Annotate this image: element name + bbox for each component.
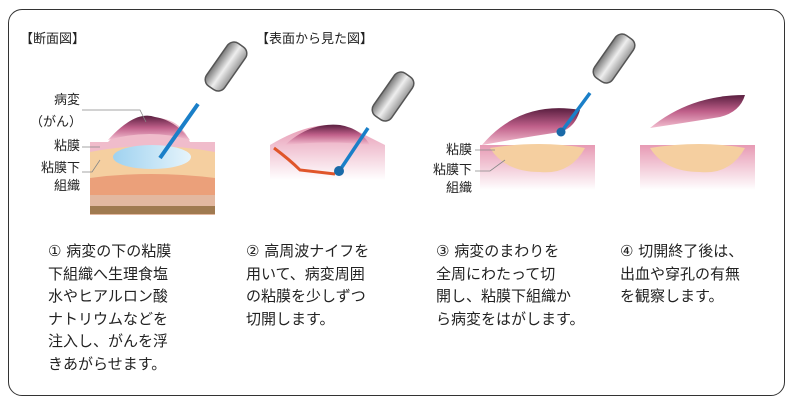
step-1-text: ① 病変の下の粘膜 下組織へ生理食塩 水やヒアルロン酸 ナトリウムなどを 注入し… xyxy=(48,242,172,373)
lifted-lesion xyxy=(482,108,580,145)
label-mucosa: 粘膜 xyxy=(53,139,80,154)
injector-body xyxy=(204,41,248,92)
label-submucosa-tissue: 組織 xyxy=(53,179,80,194)
step-4-text: ④ 切開終了後は、 出血や穿孔の有無 を観察します。 xyxy=(620,242,744,305)
label-cancer: （がん） xyxy=(29,115,82,130)
needle xyxy=(158,102,200,160)
knife-body-3 xyxy=(592,33,636,84)
label-submucosa-tissue-p3: 組織 xyxy=(445,181,472,196)
mucosa-layer xyxy=(90,118,215,152)
knife-body xyxy=(371,71,415,122)
diagram-frame xyxy=(8,9,785,396)
label-mucosa-p3: 粘膜 xyxy=(445,143,472,158)
incision-line xyxy=(273,146,336,176)
header-surface-view: 【表面から見た図】 xyxy=(256,32,374,47)
label-lesion: 病変 xyxy=(53,93,80,108)
muscle-layer xyxy=(90,206,215,214)
step-3-text: ③ 病変のまわりを 全周にわたって切 開し、粘膜下組織か ら病変をはがします。 xyxy=(436,242,585,328)
dissection-illustration xyxy=(475,33,636,190)
surface-view-cut-illustration xyxy=(270,71,415,180)
knife-tip xyxy=(334,166,344,176)
header-cross-section: 【断面図】 xyxy=(20,32,86,47)
post-resection-illustration xyxy=(640,95,755,190)
cross-section-illustration xyxy=(82,41,248,215)
label-submucosa: 粘膜下 xyxy=(40,161,80,176)
step-2-text: ② 高周波ナイフを 用いて、病変周囲 の粘膜を少しずつ 切開します。 xyxy=(246,242,370,328)
lesion xyxy=(108,115,190,140)
label-submucosa-p3: 粘膜下 xyxy=(432,163,472,178)
injection-bubble xyxy=(113,145,191,169)
removed-lesion xyxy=(650,95,745,128)
exposed-submucosa xyxy=(650,144,745,173)
